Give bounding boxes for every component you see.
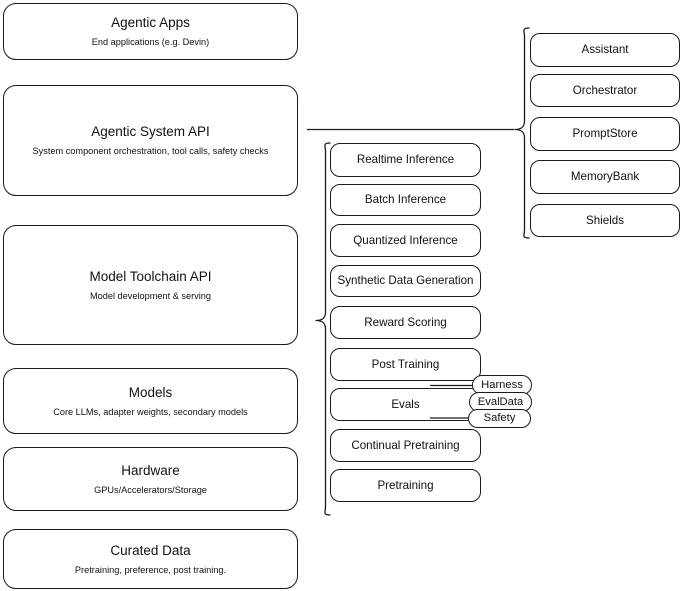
layer-model-toolchain-api[interactable]: Model Toolchain API Model development & … (3, 225, 298, 345)
capability-label: Post Training (371, 357, 440, 371)
capability-realtime-inference[interactable]: Realtime Inference (330, 143, 481, 177)
layer-subtitle: End applications (e.g. Devin) (91, 37, 210, 47)
evals-subcomponent-harness[interactable]: Harness (472, 375, 532, 395)
capability-label: Reward Scoring (364, 315, 447, 329)
layer-subtitle: Core LLMs, adapter weights, secondary mo… (53, 406, 248, 417)
capability-batch-inference[interactable]: Batch Inference (330, 184, 481, 216)
layer-subtitle: GPUs/Accelerators/Storage (94, 484, 207, 495)
evals-subcomponent-label: Harness (481, 378, 523, 391)
component-label: PromptStore (572, 127, 638, 140)
capability-label: Pretraining (377, 478, 434, 492)
evals-subcomponent-label: Safety (483, 412, 516, 424)
capability-label: Batch Inference (364, 193, 447, 206)
layer-title: Agentic System API (91, 124, 210, 139)
capability-quantized-inference[interactable]: Quantized Inference (330, 224, 481, 257)
layer-curated-data[interactable]: Curated Data Pretraining, preference, po… (3, 529, 298, 589)
layer-subtitle: Pretraining, preference, post training. (74, 564, 227, 575)
capability-label: Continual Pretraining (351, 438, 460, 452)
layer-agentic-apps[interactable]: Agentic Apps End applications (e.g. Devi… (3, 3, 298, 60)
capability-label: Synthetic Data Generation (337, 274, 474, 287)
brace-toolchain-capabilities (315, 142, 331, 516)
component-label: Assistant (581, 43, 629, 56)
capability-label: Realtime Inference (356, 153, 455, 166)
capability-evals[interactable]: Evals (330, 388, 481, 421)
component-label: Orchestrator (572, 83, 638, 97)
layer-models[interactable]: Models Core LLMs, adapter weights, secon… (3, 368, 298, 434)
layer-title: Model Toolchain API (89, 268, 212, 284)
layer-subtitle: System component orchestration, tool cal… (32, 146, 269, 156)
component-label: Shields (585, 213, 625, 227)
evals-subcomponent-safety[interactable]: Safety (468, 409, 531, 428)
capability-reward-scoring[interactable]: Reward Scoring (330, 306, 481, 339)
layer-subtitle: Model development & serving (89, 290, 212, 301)
layer-title: Hardware (121, 462, 180, 478)
evals-subcomponent-label: EvalData (477, 395, 524, 408)
capability-pretraining[interactable]: Pretraining (330, 469, 481, 502)
component-shields[interactable]: Shields (530, 204, 680, 237)
capability-synthetic-data-generation[interactable]: Synthetic Data Generation (330, 265, 481, 297)
capability-label: Evals (391, 397, 420, 411)
layer-title: Curated Data (110, 542, 191, 558)
component-promptstore[interactable]: PromptStore (530, 117, 680, 151)
evals-subcomponent-evaldata[interactable]: EvalData (469, 392, 532, 412)
capability-post-training[interactable]: Post Training (330, 348, 481, 381)
component-assistant[interactable]: Assistant (530, 33, 680, 67)
layer-title: Models (128, 384, 173, 400)
layer-agentic-system-api[interactable]: Agentic System API System component orch… (3, 85, 298, 196)
capability-continual-pretraining[interactable]: Continual Pretraining (330, 429, 481, 462)
component-memorybank[interactable]: MemoryBank (530, 160, 680, 194)
layer-hardware[interactable]: Hardware GPUs/Accelerators/Storage (3, 447, 298, 511)
layer-title: Agentic Apps (111, 15, 190, 30)
capability-label: Quantized Inference (353, 233, 458, 247)
component-orchestrator[interactable]: Orchestrator (530, 74, 680, 107)
component-label: MemoryBank (570, 170, 640, 183)
brace-agentic-system-components (514, 27, 530, 239)
